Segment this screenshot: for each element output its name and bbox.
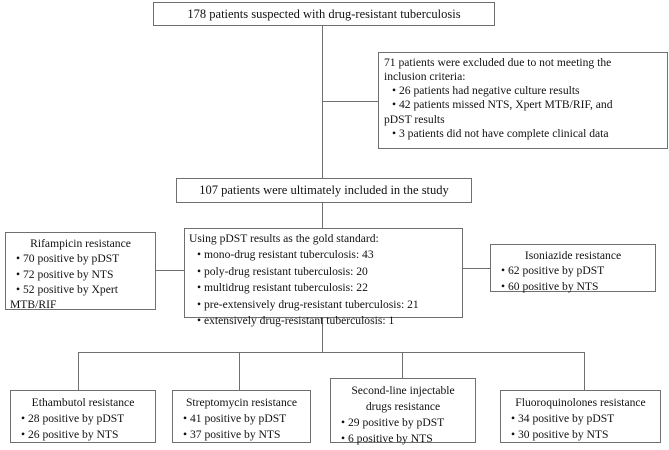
second-line-pdst: • 29 positive by pDST (341, 415, 445, 429)
pdst-bullet-mono-drug: • mono-drug resistant tuberculosis: 43 (197, 248, 374, 262)
ethambutol-nts: • 26 positive by NTS (21, 427, 119, 441)
pdst-bullet-multidrug: • multidrug resistant tuberculosis: 22 (197, 281, 368, 295)
excluded-bullet-incomplete-data: • 3 patients did not have complete clini… (392, 126, 609, 140)
connector-included-to-pdst (322, 203, 323, 228)
connector-bus-to-second-line (402, 352, 403, 378)
isoniazide-pdst: • 62 positive by pDST (501, 264, 605, 278)
excluded-head-line-2: inclusion criteria: (384, 70, 466, 84)
rifampicin-title: Rifampicin resistance (30, 237, 131, 250)
connector-top-to-included (322, 26, 323, 178)
pdst-head: Using pDST results as the gold standard: (189, 232, 379, 245)
connector-bus-to-streptomycin (239, 352, 240, 390)
excluded-bullet-missed-tests: • 42 patients missed NTS, Xpert MTB/RIF,… (392, 98, 613, 112)
pdst-bullet-poly-drug: • poly-drug resistant tuberculosis: 20 (197, 264, 368, 278)
node-included-patients-text: 107 patients were ultimately included in… (199, 183, 449, 197)
second-line-title-2: drugs resistance (365, 399, 441, 413)
fluoroquinolones-nts: • 30 positive by NTS (511, 427, 609, 441)
node-total-patients-text: 178 patients suspected with drug-resista… (187, 6, 461, 21)
node-total-patients: 178 patients suspected with drug-resista… (153, 2, 495, 26)
streptomycin-title: Streptomycin resistance (185, 396, 298, 409)
node-isoniazide-resistance: Isoniazide resistance • 62 positive by p… (490, 244, 656, 293)
isoniazide-title: Isoniazide resistance (524, 249, 622, 262)
node-rifampicin-resistance: Rifampicin resistance • 70 positive by p… (5, 232, 156, 312)
excluded-head-line-1: 71 patients were excluded due to not mee… (384, 56, 612, 69)
node-fluoroquinolones-resistance: Fluoroquinolones resistance • 34 positiv… (500, 390, 661, 443)
connector-distribution-bus (78, 352, 584, 353)
isoniazide-nts: • 60 positive by NTS (501, 279, 599, 293)
node-second-line-injectable-resistance: Second-line injectable drugs resistance … (330, 378, 476, 445)
connector-pdst-to-bus (322, 318, 323, 352)
ethambutol-pdst: • 28 positive by pDST (21, 411, 125, 425)
pdst-bullet-pre-xdr: • pre-extensively drug-resistant tubercu… (197, 297, 419, 311)
node-pdst-gold-standard: Using pDST results as the gold standard:… (184, 228, 463, 327)
connector-bus-to-fluoroquinolones (584, 352, 585, 390)
second-line-nts: • 6 positive by NTS (341, 431, 433, 445)
connector-spine-to-excluded (322, 101, 378, 102)
rifampicin-nts: • 72 positive by NTS (16, 267, 114, 281)
excluded-bullet-missed-tests-cont: pDST results (384, 112, 445, 126)
node-ethambutol-resistance: Ethambutol resistance • 28 positive by p… (10, 390, 156, 443)
connector-pdst-to-isoniazide (463, 268, 490, 269)
rifampicin-xpert: • 52 positive by Xpert (16, 282, 118, 296)
rifampicin-xpert-cont: MTB/RIF (10, 298, 57, 312)
excluded-bullet-negative-culture: • 26 patients had negative culture resul… (392, 84, 580, 98)
ethambutol-title: Ethambutol resistance (31, 396, 135, 409)
second-line-title-1: Second-line injectable (351, 384, 455, 397)
streptomycin-pdst: • 41 positive by pDST (183, 411, 287, 425)
rifampicin-pdst: • 70 positive by pDST (16, 252, 120, 266)
node-streptomycin-resistance: Streptomycin resistance • 41 positive by… (172, 390, 311, 443)
connector-pdst-to-rifampicin (156, 270, 184, 271)
connector-bus-to-ethambutol (78, 352, 79, 390)
fluoroquinolones-pdst: • 34 positive by pDST (511, 411, 615, 425)
fluoroquinolones-title: Fluoroquinolones resistance (515, 396, 646, 409)
pdst-bullet-xdr: • extensively drug-resistant tuberculosi… (197, 314, 395, 328)
node-excluded-patients: 71 patients were excluded due to not mee… (378, 52, 668, 149)
streptomycin-nts: • 37 positive by NTS (183, 427, 281, 441)
node-included-patients: 107 patients were ultimately included in… (176, 178, 472, 203)
